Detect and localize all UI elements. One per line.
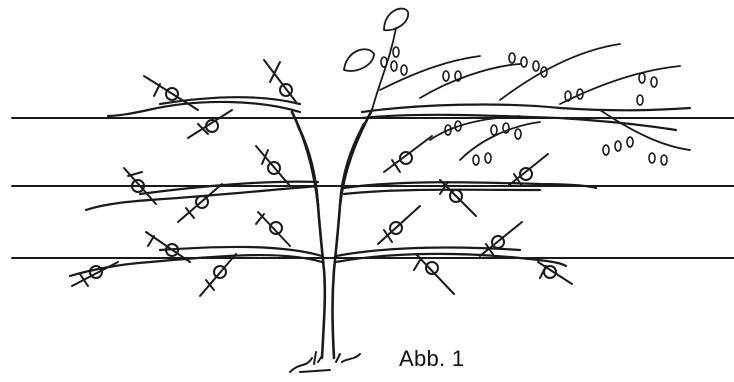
leaf bbox=[344, 49, 374, 71]
cut-mark bbox=[508, 154, 548, 186]
cut-mark bbox=[384, 136, 432, 172]
support-wires bbox=[12, 118, 734, 258]
cut-mark bbox=[256, 212, 290, 246]
cut-mark bbox=[188, 110, 232, 138]
cut-mark bbox=[200, 254, 236, 296]
cut-mark bbox=[264, 60, 296, 102]
figure-caption: Abb. 1 bbox=[399, 346, 464, 372]
cut-mark bbox=[378, 206, 420, 244]
upper-shoots bbox=[372, 28, 690, 160]
leaves bbox=[344, 9, 408, 71]
cut-mark bbox=[178, 184, 222, 222]
leaf bbox=[384, 9, 408, 31]
cut-mark bbox=[256, 146, 290, 186]
cut-mark bbox=[538, 262, 572, 284]
ground-grass bbox=[290, 352, 360, 372]
cut-mark bbox=[480, 222, 522, 256]
cut-mark bbox=[414, 254, 454, 294]
tree-trunk bbox=[292, 110, 372, 358]
